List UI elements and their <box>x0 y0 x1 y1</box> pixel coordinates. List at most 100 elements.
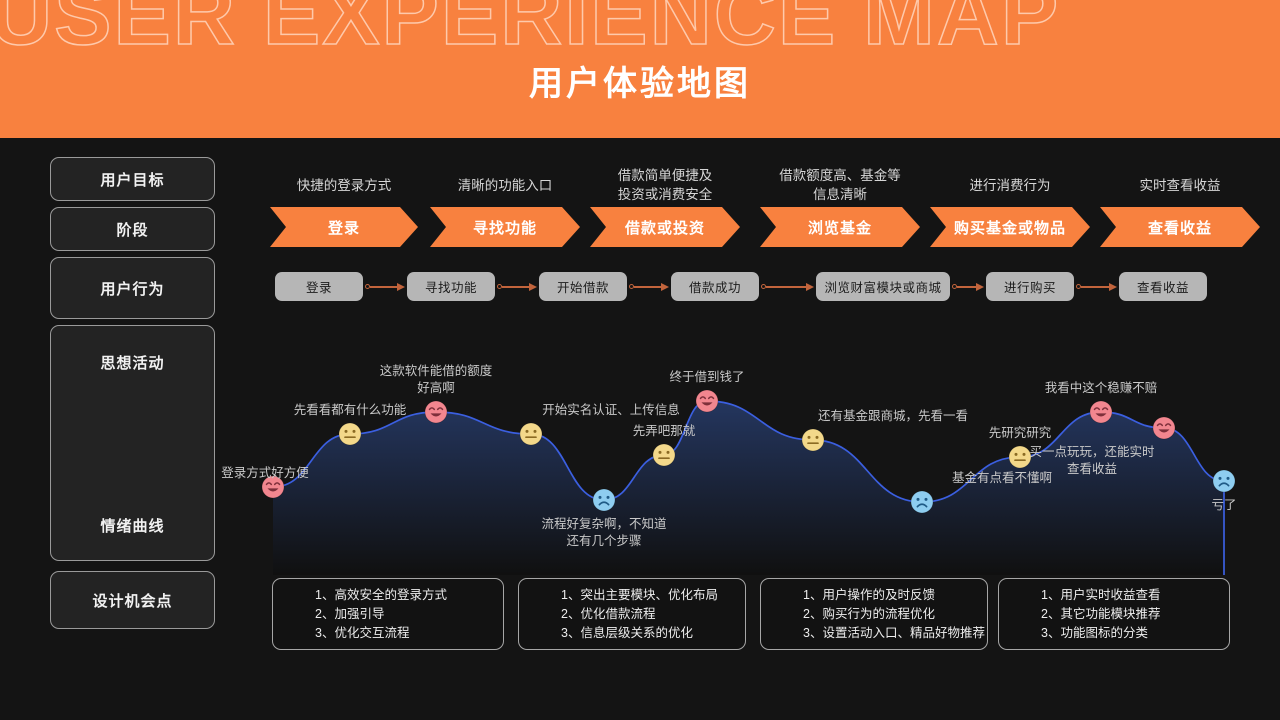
opportunity-item: 2、优化借款流程 <box>561 606 656 621</box>
emotion-label-3: 这款软件能借的额度好高啊 <box>379 364 493 395</box>
connector-arrow-icon <box>976 282 984 291</box>
user-goal-3: 借款简单便捷及投资或消费安全 <box>617 168 713 202</box>
stage-chevron-5[interactable]: 购买基金或物品 <box>930 207 1090 247</box>
opportunity-item: 1、用户实时收益查看 <box>1041 587 1161 602</box>
connector-dot-icon <box>952 283 957 289</box>
emotion-label-11: 我看中这个稳赚不赔 <box>1044 381 1158 395</box>
connector-line <box>370 286 398 288</box>
stage-chevron-2[interactable]: 寻找功能 <box>430 207 580 247</box>
emotion-label-10: 先研究研究 <box>988 426 1052 440</box>
sad-face-icon <box>1212 469 1236 493</box>
user-goal-4: 借款额度高、基金等信息清晰 <box>779 168 901 202</box>
behavior-connector-4 <box>761 281 814 293</box>
connector-line <box>634 286 662 288</box>
design-opportunities-row: 1、高效安全的登录方式 2、加强引导 3、优化交互流程 1、突出主要模块、优化布局 2、… <box>250 578 1260 650</box>
happy-face-icon <box>695 389 719 413</box>
behavior-box-3[interactable]: 开始借款 <box>539 272 627 301</box>
ghost-title-text: USER EXPERIENCE MAP <box>0 0 1061 64</box>
sad-face-icon <box>592 488 616 512</box>
emotion-label-9: 基金有点看不懂啊 <box>951 471 1053 485</box>
opportunity-item: 3、优化交互流程 <box>315 625 410 640</box>
emotion-label-7: 终于借到钱了 <box>669 370 745 384</box>
row-label-sidebar: 用户目标 阶段 用户行为 思想活动 情绪曲线 设计机会点 <box>50 157 215 635</box>
happy-face-icon <box>1152 416 1176 440</box>
sad-face-icon <box>910 490 934 514</box>
sidebar-item-stages[interactable]: 阶段 <box>50 207 215 251</box>
opportunity-item: 3、设置活动入口、精品好物推荐 <box>803 625 985 640</box>
opportunity-item: 1、用户操作的及时反馈 <box>803 587 935 602</box>
opportunity-item: 2、加强引导 <box>315 606 385 621</box>
behavior-box-5[interactable]: 浏览财富模块或商城 <box>816 272 950 301</box>
behavior-connector-3 <box>629 281 669 293</box>
connector-line <box>502 286 530 288</box>
user-goal-2: 清晰的功能入口 <box>457 178 553 193</box>
neutral-face-icon <box>652 443 676 467</box>
neutral-face-icon <box>338 422 362 446</box>
behavior-connector-2 <box>497 281 537 293</box>
connector-dot-icon <box>1076 283 1081 289</box>
connector-arrow-icon <box>661 282 669 291</box>
opportunity-item: 3、功能图标的分类 <box>1041 625 1148 640</box>
neutral-face-icon <box>1008 445 1032 469</box>
opportunity-box-3[interactable]: 1、用户操作的及时反馈 2、购买行为的流程优化 3、设置活动入口、精品好物推荐 <box>760 578 988 650</box>
opportunity-item: 1、高效安全的登录方式 <box>315 587 447 602</box>
neutral-face-icon <box>519 422 543 446</box>
happy-face-icon <box>261 475 285 499</box>
connector-arrow-icon <box>1109 282 1117 291</box>
user-goal-5: 进行消费行为 <box>969 178 1051 193</box>
emotion-curve-chart: 登录方式好方便 先看看都有什么功能 这款软件能借的额度好高啊开始实名认证、上传信息流… <box>221 330 1260 575</box>
sidebar-item-design-opportunities[interactable]: 设计机会点 <box>50 571 215 629</box>
emotion-label-2: 先看看都有什么功能 <box>293 403 407 417</box>
stage-chevron-1[interactable]: 登录 <box>270 207 418 247</box>
emotion-label-4: 开始实名认证、上传信息 <box>542 403 680 417</box>
behavior-box-6[interactable]: 进行购买 <box>986 272 1074 301</box>
opportunity-item: 1、突出主要模块、优化布局 <box>561 587 718 602</box>
sidebar-item-mind-and-emotion[interactable]: 思想活动 情绪曲线 <box>50 325 215 561</box>
emotion-label-5: 流程好复杂啊，不知道还有几个步骤 <box>541 517 667 548</box>
emotion-curve-area <box>273 401 1224 575</box>
connector-line <box>1081 286 1110 288</box>
emotion-face-markers <box>261 389 1236 514</box>
connector-arrow-icon <box>397 282 405 291</box>
behavior-connector-1 <box>365 281 405 293</box>
connector-dot-icon <box>497 283 502 289</box>
stage-chevron-6[interactable]: 查看收益 <box>1100 207 1260 247</box>
behavior-box-4[interactable]: 借款成功 <box>671 272 759 301</box>
user-goals-row: 快捷的登录方式清晰的功能入口借款简单便捷及投资或消费安全借款额度高、基金等信息清… <box>250 166 1260 208</box>
behavior-box-2[interactable]: 寻找功能 <box>407 272 495 301</box>
opportunity-box-1[interactable]: 1、高效安全的登录方式 2、加强引导 3、优化交互流程 <box>272 578 504 650</box>
sidebar-item-label-emotion-curve: 情绪曲线 <box>100 518 165 535</box>
emotion-label-12: 买一点玩玩，还能实时查看收益 <box>1029 445 1155 476</box>
connector-line <box>957 286 977 288</box>
connector-line <box>766 286 807 288</box>
stage-chevron-4[interactable]: 浏览基金 <box>760 207 920 247</box>
behavior-connector-6 <box>1076 281 1117 293</box>
connector-dot-icon <box>629 283 634 289</box>
user-goal-6: 实时查看收益 <box>1139 178 1221 193</box>
sidebar-item-label-thoughts: 思想活动 <box>100 355 165 372</box>
neutral-face-icon <box>801 428 825 452</box>
user-behavior-row: 登录 寻找功能 开始借款 借款成功 浏览财富模块或商城 进行购买 查看收益 <box>250 272 1260 304</box>
sidebar-item-user-goals[interactable]: 用户目标 <box>50 157 215 201</box>
emotion-label-8: 还有基金跟商城，先看一看 <box>817 409 969 423</box>
happy-face-icon <box>424 400 448 424</box>
behavior-box-1[interactable]: 登录 <box>275 272 363 301</box>
connector-dot-icon <box>761 283 766 289</box>
connector-arrow-icon <box>529 282 537 291</box>
happy-face-icon <box>1089 400 1113 424</box>
behavior-connector-5 <box>952 281 984 293</box>
behavior-box-7[interactable]: 查看收益 <box>1119 272 1207 301</box>
emotion-label-13: 亏了 <box>1211 498 1237 512</box>
connector-arrow-icon <box>806 282 814 291</box>
emotion-label-6: 先弄吧那就 <box>632 424 696 438</box>
sidebar-item-user-behavior[interactable]: 用户行为 <box>50 257 215 319</box>
stages-row: 登录寻找功能借款或投资浏览基金购买基金或物品查看收益 <box>250 207 1260 251</box>
page-header: USER EXPERIENCE MAP 用户体验地图 <box>0 0 1280 138</box>
opportunity-item: 2、购买行为的流程优化 <box>803 606 935 621</box>
page-title: 用户体验地图 <box>529 65 751 103</box>
emotion-label-1: 登录方式好方便 <box>221 466 309 480</box>
stage-chevron-3[interactable]: 借款或投资 <box>590 207 740 247</box>
